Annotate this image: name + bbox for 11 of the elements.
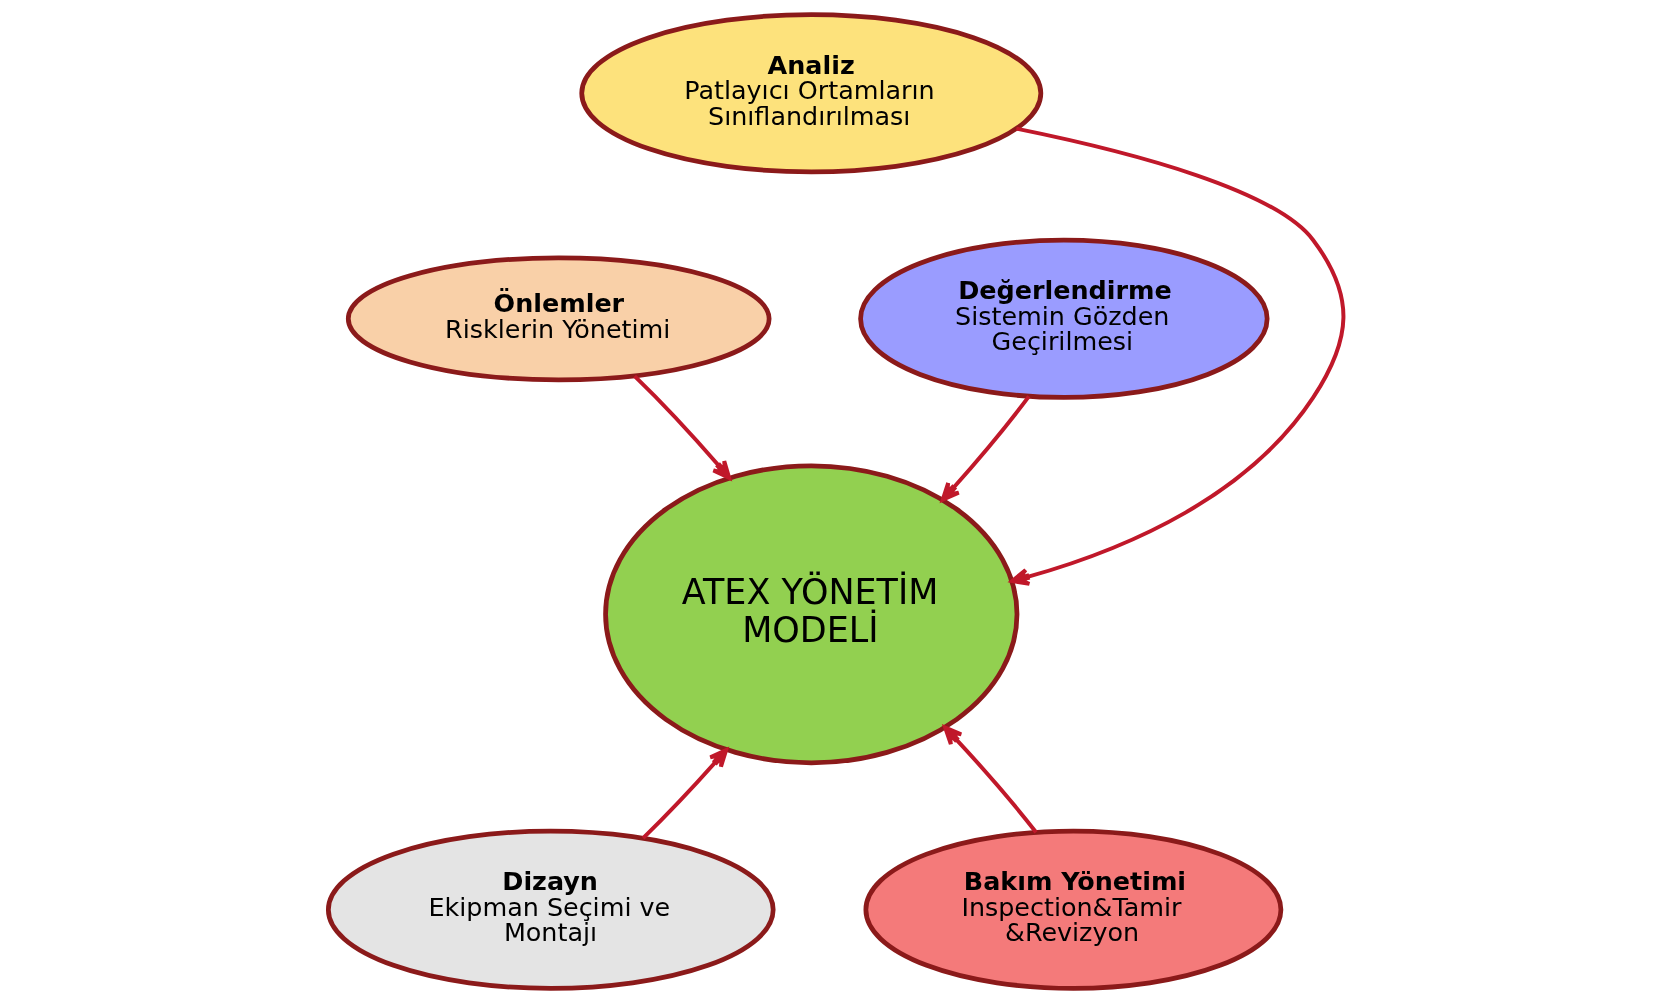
- arrow: [632, 374, 731, 480]
- arrow: [1009, 126, 1345, 586]
- node-ellipse: Analiz Patlayıcı Ortamların Sınıflandırılması: [578, 12, 1043, 175]
- node-ellipse: Dizayn Ekipman Seçimi ve Montajı: [325, 828, 776, 991]
- arrow: [942, 725, 1038, 834]
- node-ellipse: ATEX YÖNETİM MODELİ: [602, 463, 1019, 766]
- arrow: [641, 748, 728, 840]
- arrow: [940, 395, 1030, 502]
- node-ellipse: Değerlendirme Sistemin Gözden Geçirilmesi: [857, 237, 1270, 400]
- node-ellipse: Bakım Yönetimi Inspection&Tamir &Revizyon: [863, 828, 1283, 991]
- node-ellipse: Önlemler Risklerin Yönetimi: [345, 255, 771, 383]
